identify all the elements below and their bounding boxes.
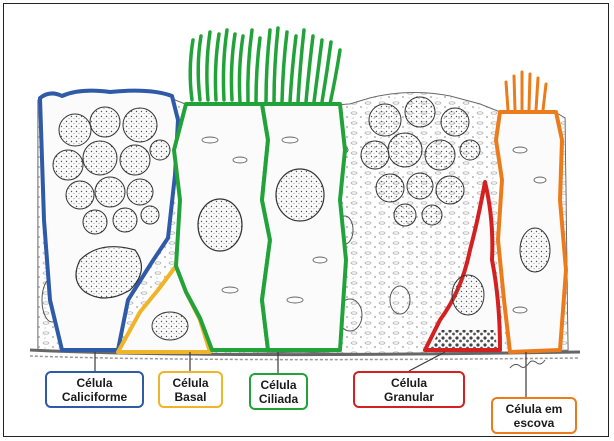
basal-cell-label-line2: Basal — [174, 390, 206, 404]
ciliated-cell-label-line1: Célula — [260, 378, 296, 392]
goblet-cell-label-line1: Célula — [76, 376, 112, 390]
ciliated-cell-label: Célula Ciliada — [249, 373, 308, 410]
goblet-cell-label-line2: Caliciforme — [62, 390, 127, 404]
granular-cell-label: Célula Granular — [353, 371, 465, 408]
goblet-cell-label: Célula Caliciforme — [45, 371, 144, 408]
brush-cell-label-line2: escova — [514, 416, 555, 430]
brush-cell-label-line1: Célula em — [506, 402, 563, 416]
brush-cell — [496, 72, 566, 352]
granular-cell-label-line2: Granular — [384, 390, 434, 404]
artist-signature — [510, 360, 545, 368]
granular-cell-label-line1: Célula — [391, 376, 427, 390]
basal-cell-label-line1: Célula — [172, 376, 208, 390]
ciliated-cell-label-line2: Ciliada — [259, 392, 298, 406]
brush-cell-label: Célula em escova — [491, 397, 577, 434]
ciliated-cell — [174, 28, 346, 350]
basal-cell-label: Célula Basal — [158, 371, 223, 408]
